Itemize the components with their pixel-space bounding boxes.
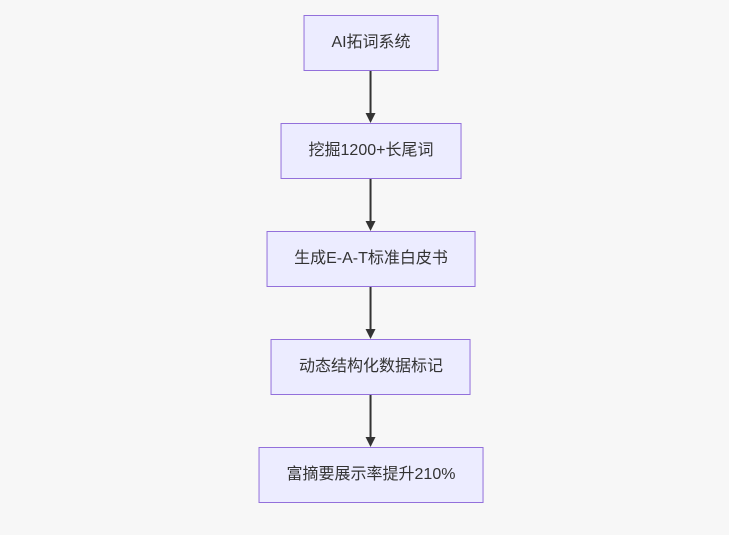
arrow-down-icon (366, 395, 376, 447)
flow-node-label: 动态结构化数据标记 (298, 358, 443, 375)
flow-node-eat-whitepaper[interactable]: 生成E-A-T标准白皮书 (266, 231, 476, 287)
flowchart-canvas: AI拓词系统 挖掘1200+长尾词 生成E-A-T标准白皮书 动态结构化数据标记… (258, 15, 484, 503)
flow-node-label: 富摘要展示率提升210% (286, 466, 456, 483)
flow-node-label: AI拓词系统 (331, 34, 411, 51)
arrow-head-icon (366, 113, 376, 123)
flow-node-ai-word-expansion[interactable]: AI拓词系统 (303, 15, 439, 71)
flow-node-rich-snippet-rate[interactable]: 富摘要展示率提升210% (258, 447, 484, 503)
arrow-head-icon (366, 221, 376, 231)
arrow-down-icon (366, 179, 376, 231)
arrow-head-icon (366, 437, 376, 447)
flow-node-structured-data[interactable]: 动态结构化数据标记 (270, 339, 471, 395)
arrow-down-icon (366, 71, 376, 123)
arrow-head-icon (366, 329, 376, 339)
flow-node-label: 挖掘1200+长尾词 (308, 142, 434, 159)
arrow-line (370, 395, 372, 438)
flow-node-label: 生成E-A-T标准白皮书 (294, 250, 448, 267)
arrow-line (370, 71, 372, 114)
flow-node-longtail-keywords[interactable]: 挖掘1200+长尾词 (280, 123, 462, 179)
arrow-line (370, 287, 372, 330)
arrow-line (370, 179, 372, 222)
arrow-down-icon (366, 287, 376, 339)
